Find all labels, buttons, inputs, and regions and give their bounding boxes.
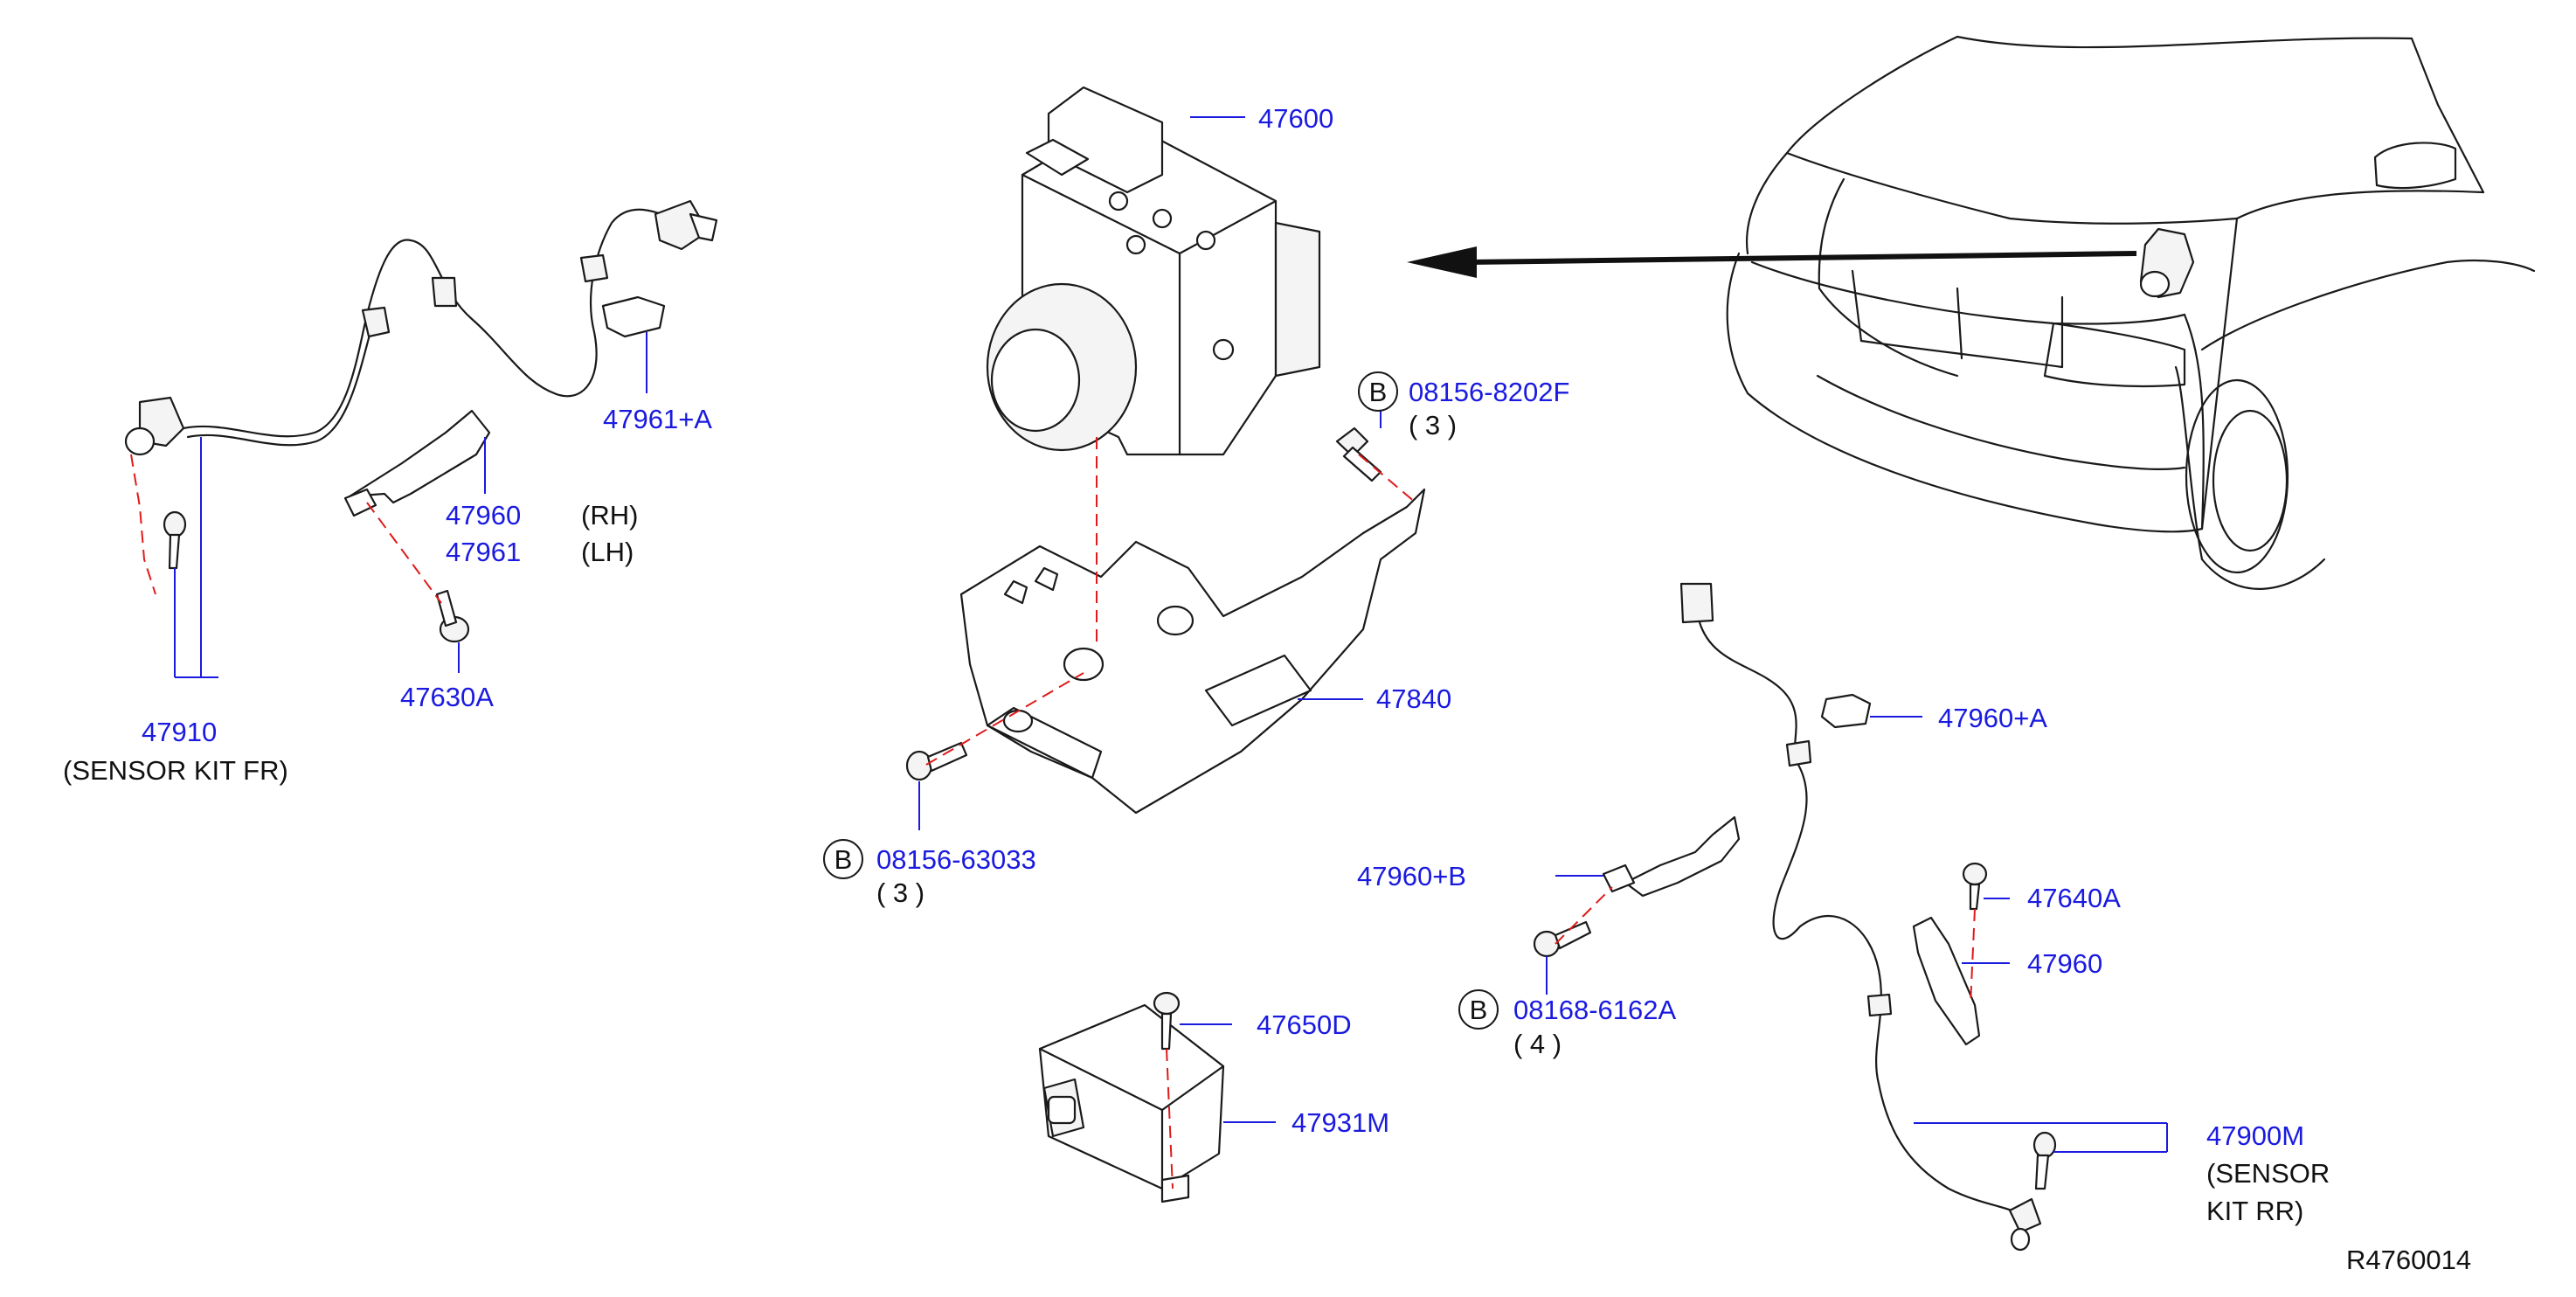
label-front-bracket-rh-side: (RH) bbox=[581, 500, 638, 531]
bracket-47840-illustration bbox=[959, 488, 1426, 815]
label-rear-bracket-b: 47960+B bbox=[1357, 861, 1466, 891]
label-front-clip: 47961+A bbox=[603, 404, 712, 434]
label-front-sensor-kit: 47910 bbox=[142, 717, 217, 747]
label-front-bracket-rh: 47960 bbox=[446, 500, 521, 531]
label-bolt-b1-qty: ( 3 ) bbox=[1409, 410, 1457, 440]
bolt-marker-label-3: B bbox=[1470, 995, 1488, 1025]
label-yaw-sensor: 47931M bbox=[1291, 1107, 1389, 1138]
label-front-sensor-kit-note: (SENSOR KIT FR) bbox=[63, 755, 288, 786]
label-sensor-bolt: 47650D bbox=[1257, 1009, 1352, 1040]
label-front-bracket-lh-side: (LH) bbox=[581, 537, 634, 567]
abs-actuator-illustration bbox=[986, 86, 1321, 456]
label-front-bracket-lh: 47961 bbox=[446, 537, 521, 567]
vehicle-illustration bbox=[1407, 35, 2536, 590]
label-abs-actuator: 47600 bbox=[1258, 103, 1333, 134]
label-rear-bracket: 47960 bbox=[2027, 948, 2102, 979]
label-rear-clip: 47960+A bbox=[1938, 703, 2047, 733]
bolt-08156-63033-illustration bbox=[905, 741, 968, 781]
label-rear-bolt: 47640A bbox=[2027, 883, 2121, 913]
bolt-marker-label-2: B bbox=[834, 844, 853, 875]
label-bolt-b1: 08156-8202F bbox=[1409, 377, 1569, 407]
bolt-marker-3: B bbox=[1458, 989, 1499, 1030]
label-bolt-b2-qty: ( 3 ) bbox=[876, 877, 924, 908]
rear-sensor-kit-illustration bbox=[1533, 582, 2057, 1252]
label-rear-sensor-kit-note-2: KIT RR) bbox=[2206, 1196, 2303, 1226]
bolt-marker-2: B bbox=[823, 839, 863, 879]
bolt-08156-8202f-illustration bbox=[1335, 427, 1382, 482]
label-front-bolt: 47630A bbox=[400, 682, 494, 712]
label-rear-sensor-kit-note-1: (SENSOR bbox=[2206, 1158, 2330, 1189]
label-bracket: 47840 bbox=[1376, 683, 1451, 714]
bolt-marker-1: B bbox=[1358, 371, 1398, 412]
front-sensor-kit-illustration bbox=[124, 199, 718, 643]
yaw-sensor-illustration bbox=[1038, 991, 1225, 1203]
label-bolt-b3-qty: ( 4 ) bbox=[1513, 1029, 1562, 1059]
label-bolt-b3: 08168-6162A bbox=[1513, 995, 1676, 1025]
diagram-ref-code: R4760014 bbox=[2346, 1245, 2471, 1275]
label-rear-sensor-kit: 47900M bbox=[2206, 1120, 2304, 1151]
bolt-marker-label-1: B bbox=[1369, 377, 1388, 407]
label-bolt-b2: 08156-63033 bbox=[876, 844, 1036, 875]
